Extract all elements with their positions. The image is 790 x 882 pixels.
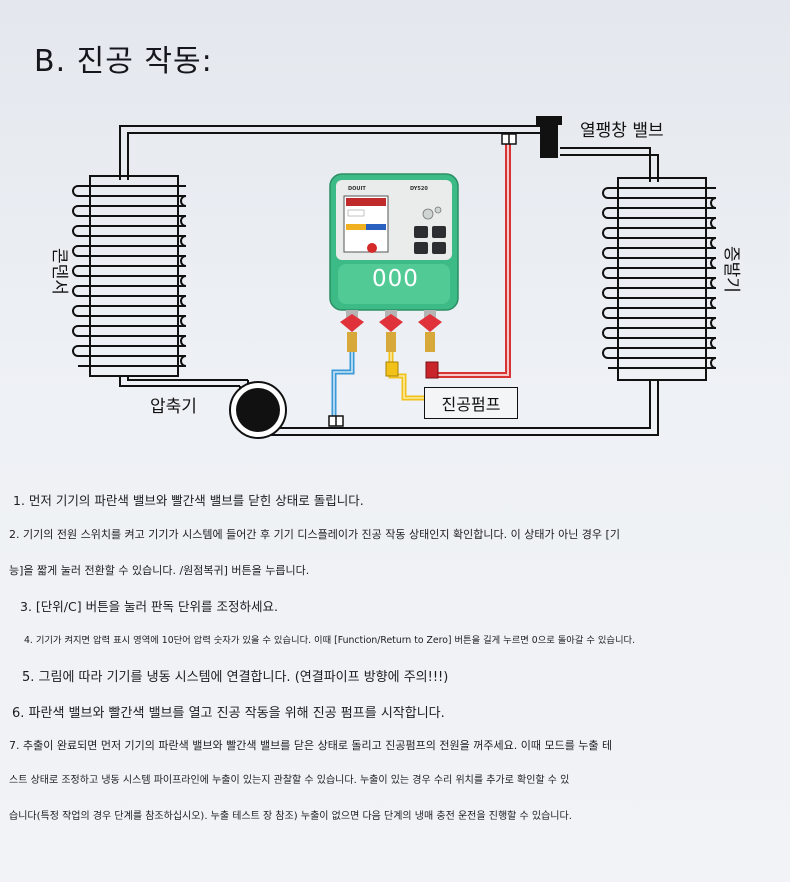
manifold-gauge-device bbox=[329, 173, 459, 352]
step-3: 3. [단위/C] 버튼을 눌러 판독 단위를 조정하세요. bbox=[20, 599, 278, 614]
yellow-hose bbox=[385, 352, 424, 401]
step-2-continued: 능]을 짧게 눌러 전환할 수 있습니다. /원점복귀] 버튼을 누릅니다. bbox=[9, 564, 310, 577]
evaporator-label: 증발기 bbox=[721, 246, 741, 293]
compressor-label: 압축기 bbox=[150, 397, 197, 417]
step-7-continued: 스트 상태로 조정하고 냉동 시스템 파이프라인에 누출이 있는지 관찰할 수 … bbox=[9, 775, 570, 786]
device-brand: DOUIT bbox=[348, 186, 366, 192]
blue-hose bbox=[328, 352, 355, 427]
bottom-pipe bbox=[119, 376, 659, 436]
step-6: 6. 파란색 밸브와 빨간색 밸브를 열고 진공 작동을 위해 진공 펌프를 시… bbox=[12, 706, 445, 721]
top-pipe bbox=[119, 125, 659, 182]
vacuum-pump-box: 진공펌프 bbox=[424, 387, 518, 419]
device-display-value: 000 bbox=[372, 266, 419, 292]
red-fitting bbox=[425, 361, 439, 379]
step-2: 2. 기기의 전원 스위치를 켜고 기기가 시스템에 들어간 후 기기 디스플레… bbox=[9, 528, 620, 541]
expansion-valve-label: 열팽창 밸브 bbox=[580, 121, 664, 141]
blue-side-valve bbox=[340, 310, 364, 352]
compressor bbox=[229, 381, 287, 439]
step-5: 5. 그림에 따라 기기를 냉동 시스템에 연결합니다. (연결파이프 방향에 … bbox=[22, 670, 449, 685]
condenser-label: 콘덴서 bbox=[49, 248, 69, 295]
red-hose bbox=[434, 133, 517, 378]
vacuum-pump-label: 진공펌프 bbox=[441, 395, 501, 414]
center-valve bbox=[379, 310, 403, 352]
evaporator-coil bbox=[602, 177, 717, 381]
expansion-valve bbox=[536, 116, 562, 158]
step-7: 7. 추출이 완료되면 먼저 기기의 파란색 밸브와 빨간색 밸브를 닫은 상태… bbox=[9, 739, 613, 752]
step-1: 1. 먼저 기기의 파란색 밸브와 빨간색 밸브를 닫힌 상태로 돌립니다. bbox=[13, 493, 364, 508]
page-title: B. 진공 작동: bbox=[34, 44, 213, 79]
condenser-coil bbox=[72, 175, 187, 377]
step-4: 4. 기기가 켜지면 압력 표시 영역에 10단어 압력 숫자가 있을 수 있습… bbox=[24, 635, 636, 646]
device-model: DY520 bbox=[410, 186, 428, 192]
step-7-continued-2: 습니다(특정 작업의 경우 단계를 참조하십시오). 누출 테스트 장 참조) … bbox=[9, 811, 572, 822]
refrigeration-diagram bbox=[72, 116, 717, 439]
red-side-valve bbox=[418, 310, 442, 352]
